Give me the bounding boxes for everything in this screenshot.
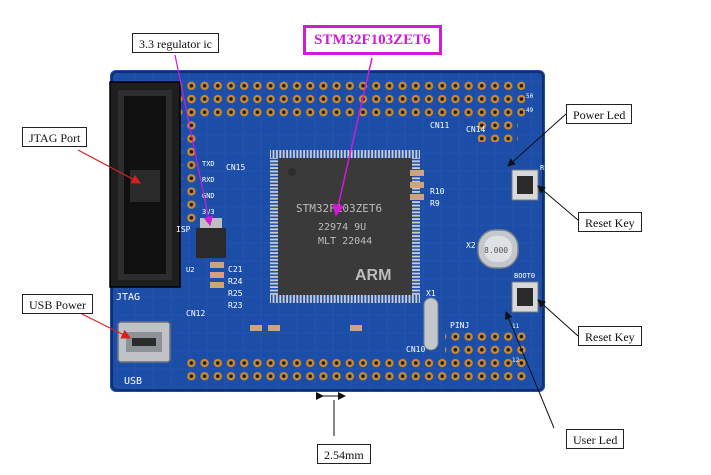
callout-power-led: Power Led: [566, 104, 633, 124]
callout-regulator: 3.3 regulator ic: [132, 33, 219, 53]
chip-marking-2: 22974 9U: [318, 222, 366, 233]
reset-button-bottom: [511, 281, 539, 313]
callout-usb-power: USB Power: [22, 294, 94, 314]
silk-cn10: CN10: [406, 345, 425, 354]
silk-x2: X2: [466, 241, 476, 250]
silk-gnd: GND: [202, 192, 215, 200]
silk-u2: U2: [186, 266, 194, 274]
silk-r25: R25: [228, 289, 243, 298]
silk-pin50: 50: [526, 93, 534, 100]
silk-pinj: PINJ: [450, 321, 469, 330]
silk-r23: R23: [228, 301, 243, 310]
bottom-header-pins: [185, 355, 530, 385]
silk-rst: RST: [540, 164, 553, 172]
silk-r10: R10: [430, 187, 445, 196]
silk-isp: ISP: [176, 225, 191, 234]
chip-brand: ARM: [355, 267, 391, 284]
silk-rxd: RXD: [202, 176, 215, 184]
callout-user-led: User Led: [566, 429, 625, 449]
callout-pitch: 2.54mm: [317, 444, 371, 464]
silk-txd: TXD: [202, 160, 215, 168]
silk-pin12: 12: [512, 357, 520, 364]
callout-reset-key-2: Reset Key: [578, 326, 642, 346]
cn14-header: [478, 116, 518, 142]
silk-cn15: CN15: [226, 163, 245, 172]
silk-c21: C21: [228, 265, 243, 274]
top-header-pins: [180, 78, 525, 118]
stm32-chip: [270, 150, 420, 303]
pinj-header: [445, 330, 527, 356]
silk-r9: R9: [430, 199, 440, 208]
crystal-x2: [477, 229, 519, 269]
crystal-x1: [423, 297, 439, 351]
silk-r24: R24: [228, 277, 243, 286]
jtag-connector: [109, 81, 181, 288]
silk-jtag: JTAG: [116, 292, 140, 303]
reset-button-top: [511, 169, 539, 201]
silk-boot0: BOOT0: [514, 272, 535, 280]
chip-marking-3: MLT 22044: [318, 236, 372, 247]
silk-3v3: 3V3: [202, 208, 215, 216]
usb-connector: [117, 321, 171, 363]
smd-components: [210, 170, 424, 331]
callout-arrows: [77, 54, 579, 436]
silk-x1: X1: [426, 289, 436, 298]
callout-mcu: STM32F103ZET6: [303, 25, 442, 55]
callout-reset-key-1: Reset Key: [578, 212, 642, 232]
silk-usb: USB: [124, 376, 142, 387]
silk-pin11: 11: [512, 323, 520, 330]
silk-pin49: 49: [526, 107, 534, 114]
silk-cn11: CN11: [430, 121, 449, 130]
callout-jtag-port: JTAG Port: [22, 127, 88, 147]
regulator-ic: [196, 218, 226, 258]
silkscreen: JTAG USB ISP TXD RXD GND 3V3 U2 C21 R24 …: [116, 93, 553, 387]
crystal-marking: 8.000: [484, 246, 508, 255]
silk-cn14: CN14: [466, 125, 485, 134]
silk-cn12: CN12: [186, 309, 205, 318]
isp-header: [182, 95, 198, 225]
